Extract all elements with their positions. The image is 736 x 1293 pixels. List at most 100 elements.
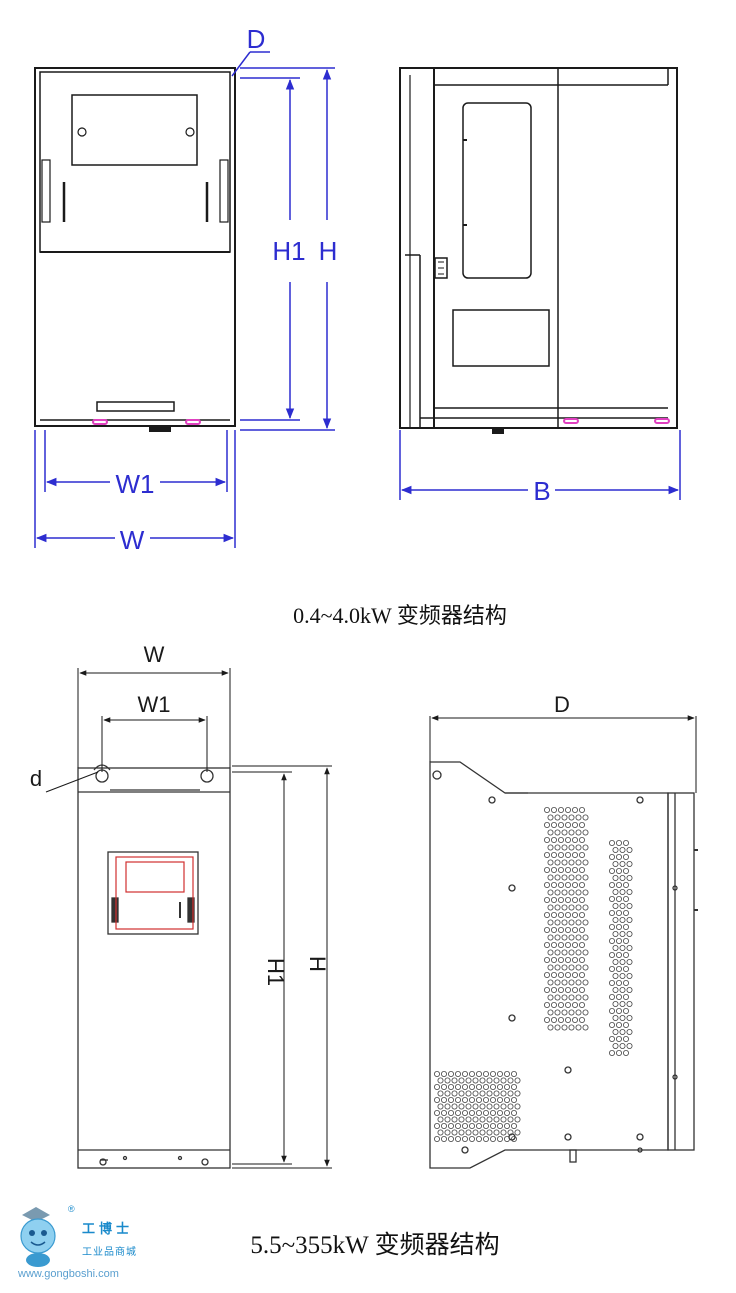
vent-hole [582, 904, 589, 911]
watermark-brand: 工博士 [82, 1221, 134, 1236]
vent-hole [572, 942, 579, 949]
side-view-mount-slots [563, 418, 670, 424]
vent-hole [489, 1084, 496, 1091]
vent-hole [558, 807, 565, 814]
vent-hole [579, 867, 586, 874]
vent-hole [568, 1009, 575, 1016]
vent-hole [561, 934, 568, 941]
vent-hole [582, 1024, 589, 1031]
vent-hole [547, 1024, 554, 1031]
vent-hole [510, 1110, 517, 1117]
vent-hole [496, 1071, 503, 1078]
vent-hole [454, 1097, 461, 1104]
vent-hole [461, 1123, 468, 1130]
vent-hole [619, 861, 626, 868]
small-inverter-side-view [399, 67, 678, 434]
vent-hole [544, 807, 551, 814]
vent-hole [561, 994, 568, 1001]
vent-hole [609, 952, 616, 959]
vent-hole [544, 1002, 551, 1009]
vent-hole [609, 1050, 616, 1057]
vent-hole [444, 1090, 451, 1097]
vent-hole [609, 840, 616, 847]
vent-hole [575, 934, 582, 941]
vent-hole [619, 1029, 626, 1036]
vent-hole [544, 942, 551, 949]
vent-hole [458, 1077, 465, 1084]
vent-hole [465, 1116, 472, 1123]
vent-hole [575, 814, 582, 821]
vent-hole [547, 844, 554, 851]
vent-hole [565, 807, 572, 814]
vent-hole [572, 987, 579, 994]
vent-hole [612, 875, 619, 882]
vent-hole [579, 972, 586, 979]
vent-hole [582, 829, 589, 836]
vent-hole [468, 1110, 475, 1117]
vent-hole [551, 927, 558, 934]
vent-hole [544, 897, 551, 904]
vent-hole [447, 1097, 454, 1104]
vent-hole [575, 889, 582, 896]
vent-hole [486, 1090, 493, 1097]
vent-hole [561, 1009, 568, 1016]
vent-hole [544, 1017, 551, 1024]
vent-hole [479, 1103, 486, 1110]
vent-hole [554, 859, 561, 866]
vent-hole [561, 814, 568, 821]
vent-hole [609, 1036, 616, 1043]
vent-hole [568, 949, 575, 956]
vent-hole [558, 852, 565, 859]
vent-hole [616, 966, 623, 973]
vent-hole [547, 934, 554, 941]
vent-hole [558, 912, 565, 919]
vent-hole [500, 1077, 507, 1084]
vent-hole [579, 927, 586, 934]
vent-hole [433, 1123, 440, 1130]
vent-hole [496, 1110, 503, 1117]
vent-hole [507, 1129, 514, 1136]
vent-hole [547, 814, 554, 821]
vent-hole [612, 1029, 619, 1036]
vent-hole [451, 1103, 458, 1110]
vent-hole [544, 822, 551, 829]
vent-hole [623, 1036, 630, 1043]
vent-hole [619, 847, 626, 854]
vent-hole [551, 807, 558, 814]
vent-hole [568, 859, 575, 866]
vent-hole [609, 966, 616, 973]
vent-hole [623, 952, 630, 959]
vent-hole [551, 942, 558, 949]
vent-hole [565, 1002, 572, 1009]
vent-hole [619, 889, 626, 896]
small-inverter-front-view [34, 67, 236, 432]
vent-hole [465, 1090, 472, 1097]
vent-hole [565, 882, 572, 889]
dim2-label-h: H [305, 956, 330, 972]
vent-hole [579, 897, 586, 904]
vent-hole [437, 1129, 444, 1136]
vent-hole [551, 1002, 558, 1009]
vent-hole [482, 1097, 489, 1104]
vent-hole [568, 874, 575, 881]
vent-hole [558, 837, 565, 844]
vent-hole [486, 1116, 493, 1123]
vent-hole [575, 964, 582, 971]
vent-hole [558, 927, 565, 934]
vent-hole [582, 874, 589, 881]
vent-hole [558, 972, 565, 979]
vent-hole [616, 896, 623, 903]
vent-hole [572, 972, 579, 979]
vent-hole [500, 1129, 507, 1136]
vent-hole [619, 917, 626, 924]
vent-hole [575, 919, 582, 926]
vent-hole [547, 889, 554, 896]
vent-hole [609, 1022, 616, 1029]
vent-hole [626, 931, 633, 938]
dim2-label-d-lower: d [30, 766, 42, 791]
vent-hole [437, 1077, 444, 1084]
vent-hole [623, 938, 630, 945]
vent-hole [619, 987, 626, 994]
vent-hole [623, 980, 630, 987]
vent-hole [575, 949, 582, 956]
